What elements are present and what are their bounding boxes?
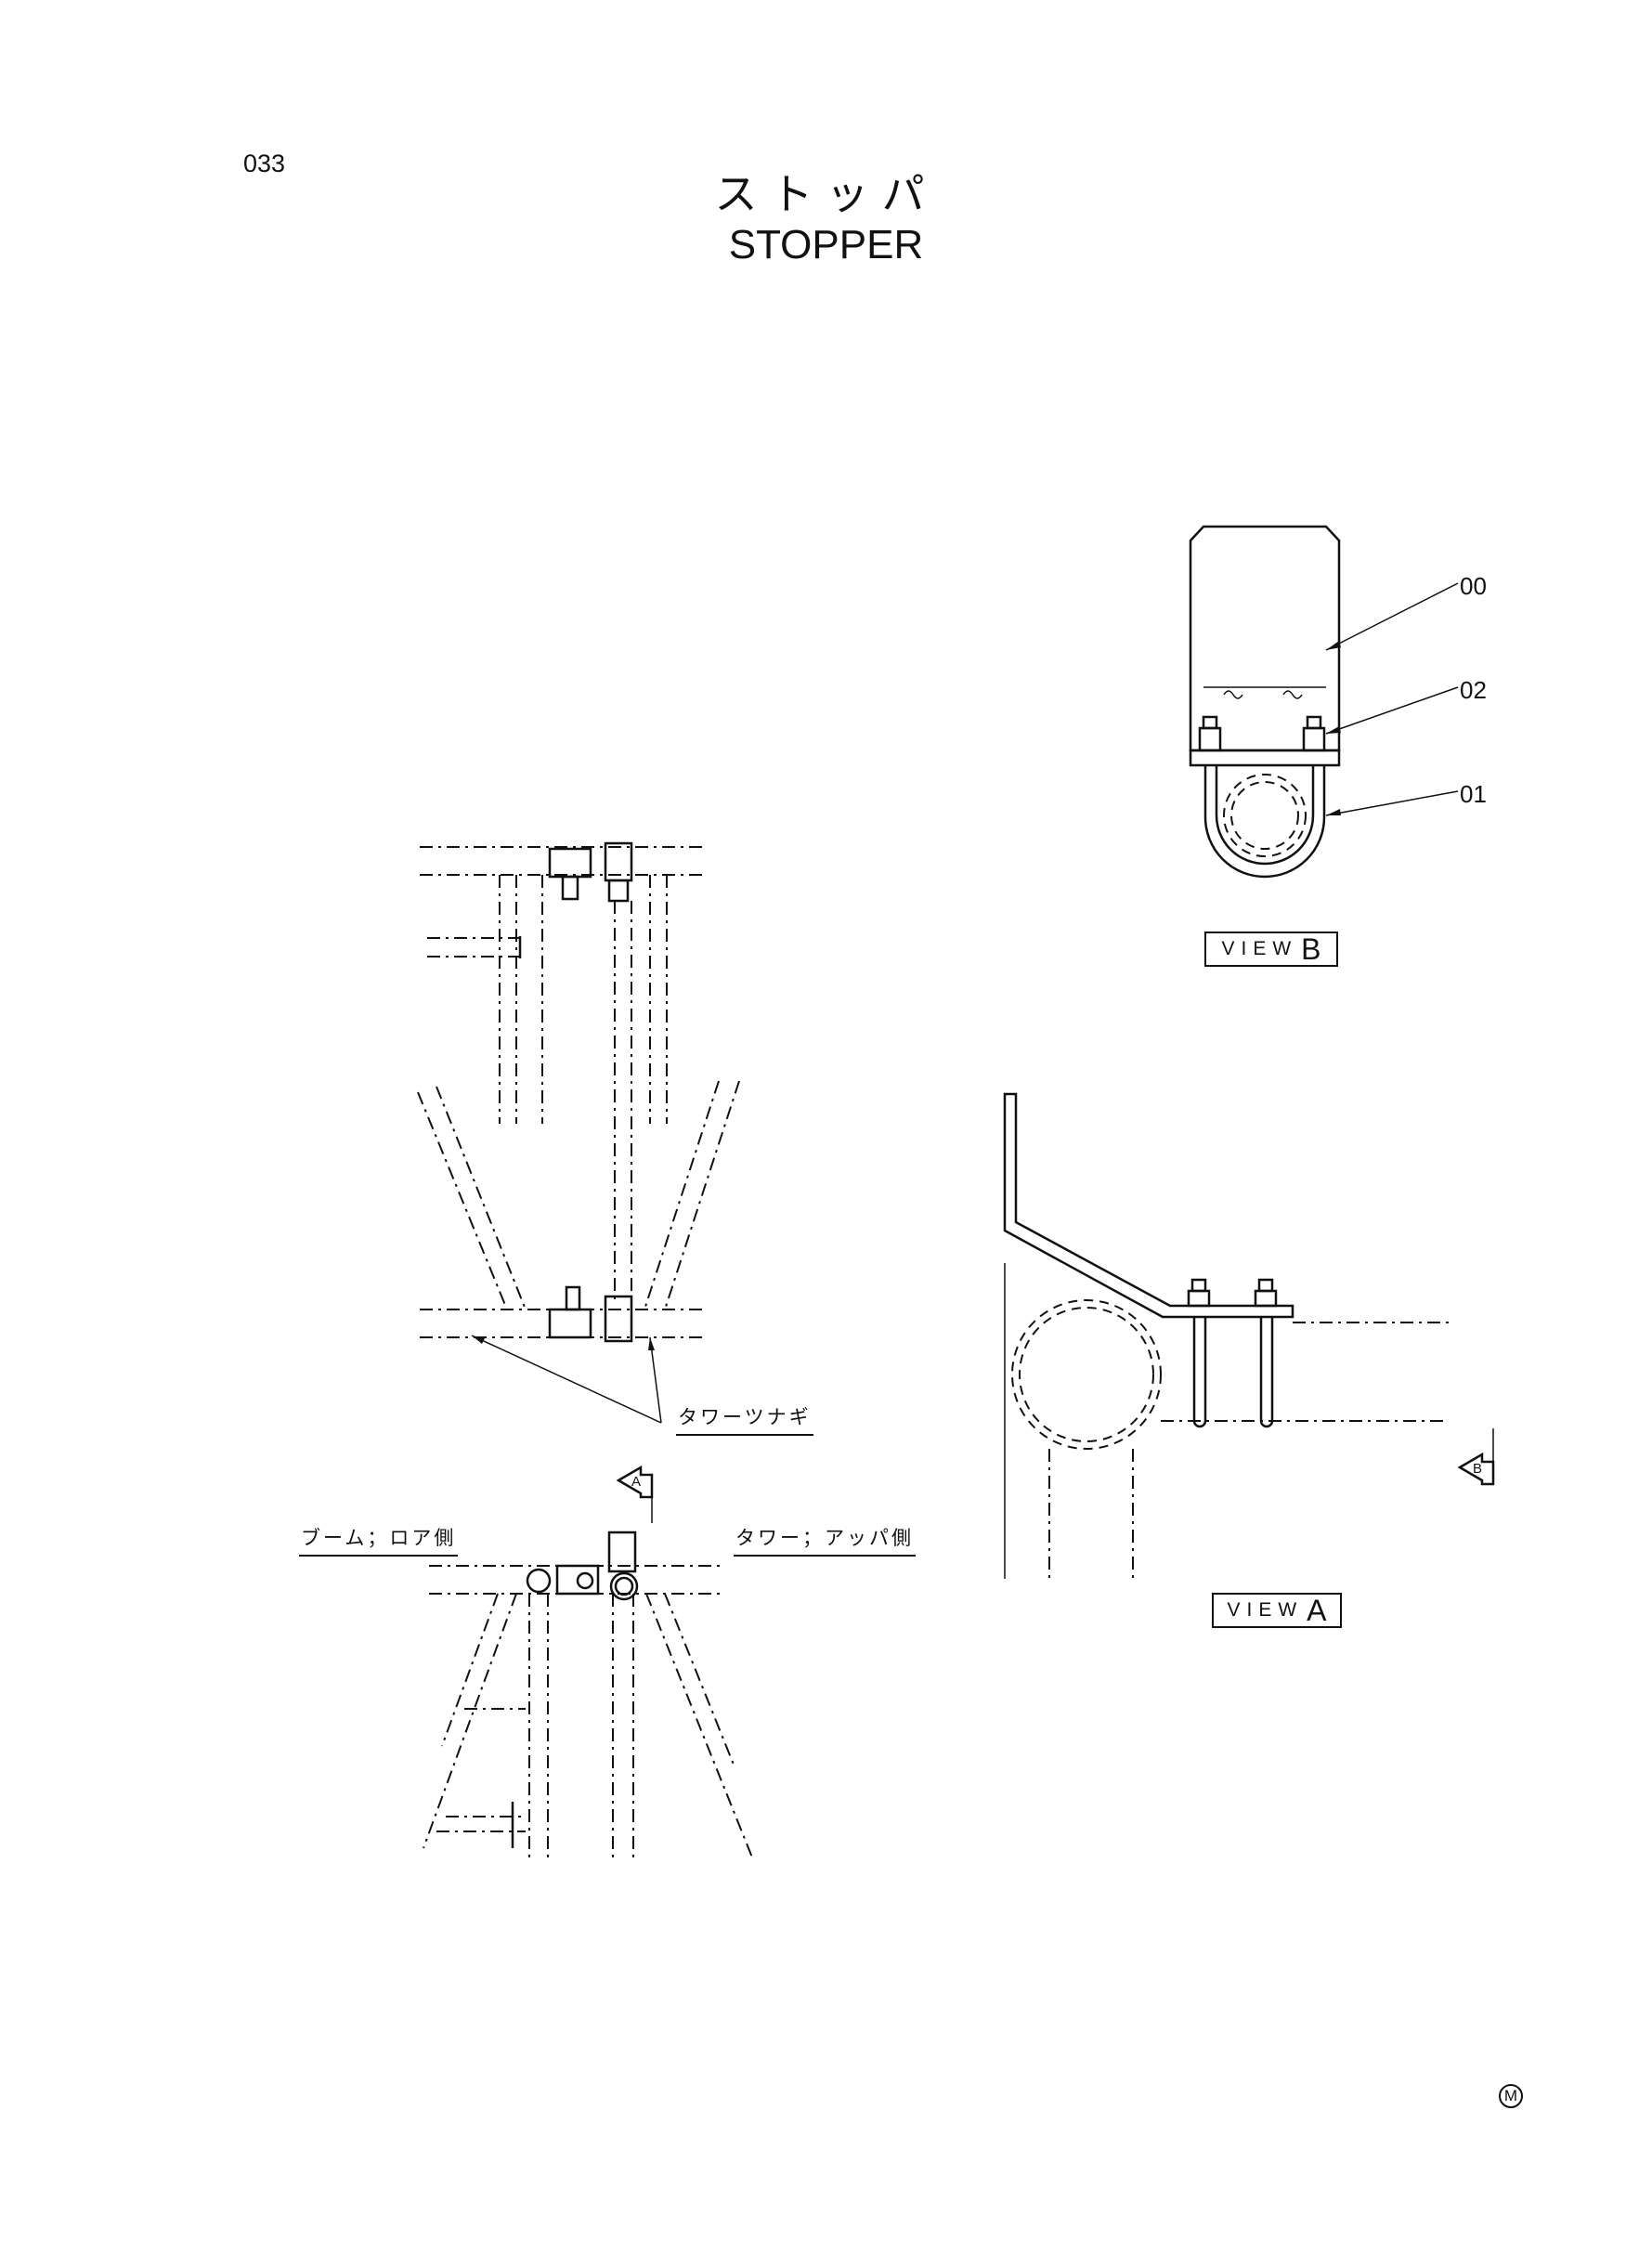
- view-a-label-word: VIEW: [1227, 1599, 1304, 1621]
- view-b-label: VIEW B: [1204, 932, 1338, 967]
- label-boom-lower-side: ブーム；ロア側: [299, 1523, 459, 1557]
- page-number: 033: [243, 150, 286, 177]
- callout-02: 02: [1460, 676, 1487, 704]
- label-tower-joint: タワーツナギ: [676, 1402, 813, 1436]
- callout-01: 01: [1460, 780, 1487, 808]
- view-b-label-letter: B: [1301, 932, 1321, 966]
- label-tower-upper-side: タワー；アッパ側: [734, 1523, 916, 1557]
- page-title-jp: ストッパ: [714, 169, 938, 219]
- arrow-a-marker: [616, 1465, 654, 1523]
- assembly-drawing: [417, 841, 740, 1424]
- arrow-b-marker: [1457, 1428, 1495, 1486]
- m-mark-letter: M: [1503, 2087, 1518, 2104]
- callout-00: 00: [1460, 572, 1487, 600]
- arrow-b-letter: B: [1473, 1461, 1483, 1477]
- view-a-label: VIEW A: [1212, 1593, 1342, 1628]
- lower-assembly-drawing: [423, 1531, 753, 1858]
- page-title-en: STOPPER: [728, 222, 924, 267]
- view-a-label-letter: A: [1307, 1593, 1327, 1627]
- view-b-label-word: VIEW: [1221, 938, 1298, 959]
- m-mark-icon: M: [1499, 2084, 1523, 2108]
- arrow-a-letter: A: [631, 1474, 642, 1490]
- view-a-drawing: [1003, 1092, 1449, 1579]
- view-b-drawing: [1189, 525, 1459, 879]
